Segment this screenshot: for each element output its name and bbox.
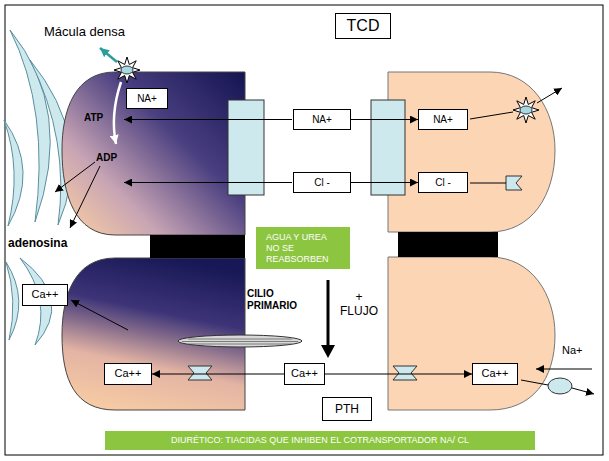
- pump-symbol: [114, 57, 140, 83]
- macula-densa-cell: [62, 72, 245, 235]
- box-text: TCD: [347, 16, 380, 35]
- box-text: NA+: [137, 93, 157, 105]
- tubule-cell: [388, 72, 555, 232]
- calcium-channel: [188, 366, 212, 380]
- ion-box: NA+: [418, 109, 468, 130]
- box-text: AGUA Y UREA NO SE REABSORBEN: [266, 232, 338, 264]
- flux-connector: [351, 182, 418, 183]
- cotransporter: [371, 100, 405, 195]
- flux-arrow: [572, 388, 594, 394]
- note-box: AGUA Y UREA NO SE REABSORBEN: [256, 227, 350, 269]
- cotransporter: [228, 100, 264, 195]
- pump-core: [121, 66, 133, 74]
- box-text: NA+: [433, 114, 453, 126]
- frame: [5, 5, 603, 455]
- exchanger-symbol: [548, 378, 572, 394]
- vessel-cell: [6, 262, 19, 340]
- box-text: Cl -: [314, 177, 330, 189]
- pump-symbol: [513, 97, 539, 123]
- box-text: Cl -: [435, 177, 451, 189]
- ion-box: Ca++: [22, 284, 68, 306]
- connector-group: [152, 120, 472, 375]
- molecule-label: adenosina: [8, 236, 67, 250]
- molecule-label: ATP: [84, 112, 103, 124]
- cilium-stripe: [188, 339, 292, 340]
- macula-densa-cell: [62, 258, 245, 410]
- cilium-stripe: [182, 341, 298, 342]
- flux-arrow: [124, 182, 292, 183]
- flow-arrow: [327, 280, 330, 347]
- ion-box: NA+: [126, 88, 168, 109]
- ion-box: Ca++: [284, 363, 325, 385]
- ion-box: Ca++: [104, 363, 152, 385]
- pump-core: [520, 106, 532, 114]
- segment-box: TCD: [335, 13, 391, 39]
- ion-box: Ca++: [472, 363, 518, 385]
- cilium-stripe: [188, 344, 292, 345]
- vessel-cell: [4, 120, 23, 226]
- flux-arrow: [124, 119, 292, 120]
- flux-line: [470, 112, 513, 119]
- box-text: DIURÉTICO: TIACIDAS QUE INHIBEN EL COTRA…: [171, 435, 469, 446]
- atp-arrow: [114, 82, 121, 144]
- box-text: Ca++: [482, 367, 509, 380]
- structure-label: CILIO PRIMARIO: [247, 288, 297, 312]
- ion-box: Cl -: [418, 172, 468, 193]
- molecule-label: ADP: [96, 152, 117, 164]
- flux-connector: [351, 119, 418, 120]
- box-text: Ca++: [291, 367, 318, 380]
- flow-label: + FLUJO: [340, 290, 378, 319]
- tight-junction: [398, 232, 498, 257]
- flux-connector: [152, 373, 284, 374]
- tight-junction: [150, 235, 245, 258]
- adenosine-arrow: [70, 166, 100, 228]
- flux-connector: [325, 373, 472, 374]
- flux-arrow: [536, 369, 592, 370]
- primary-cilium: [178, 335, 302, 347]
- box-text: PTH: [335, 402, 359, 416]
- chloride-channel: [506, 176, 522, 190]
- box-text: Ca++: [115, 367, 142, 380]
- box-text: Ca++: [32, 288, 59, 301]
- tubule-cell: [388, 257, 555, 410]
- flux-line: [521, 380, 548, 385]
- ion-box: Cl -: [293, 172, 351, 193]
- flux-arrow: [537, 88, 562, 103]
- ion-box: NA+: [293, 109, 351, 130]
- calcium-arrow: [71, 300, 128, 330]
- region-label: Mácula densa: [44, 24, 125, 40]
- note-bar: DIURÉTICO: TIACIDAS QUE INHIBEN EL COTRA…: [105, 431, 535, 450]
- box-text: NA+: [312, 114, 332, 126]
- flow-arrowhead: [321, 345, 335, 358]
- adenosine-arrow: [55, 162, 95, 192]
- flux-line: [470, 183, 506, 184]
- ion-label: Na+: [562, 344, 583, 357]
- calcium-channel: [393, 366, 417, 380]
- hormone-box: PTH: [322, 397, 372, 421]
- pump-arrow: [100, 48, 117, 62]
